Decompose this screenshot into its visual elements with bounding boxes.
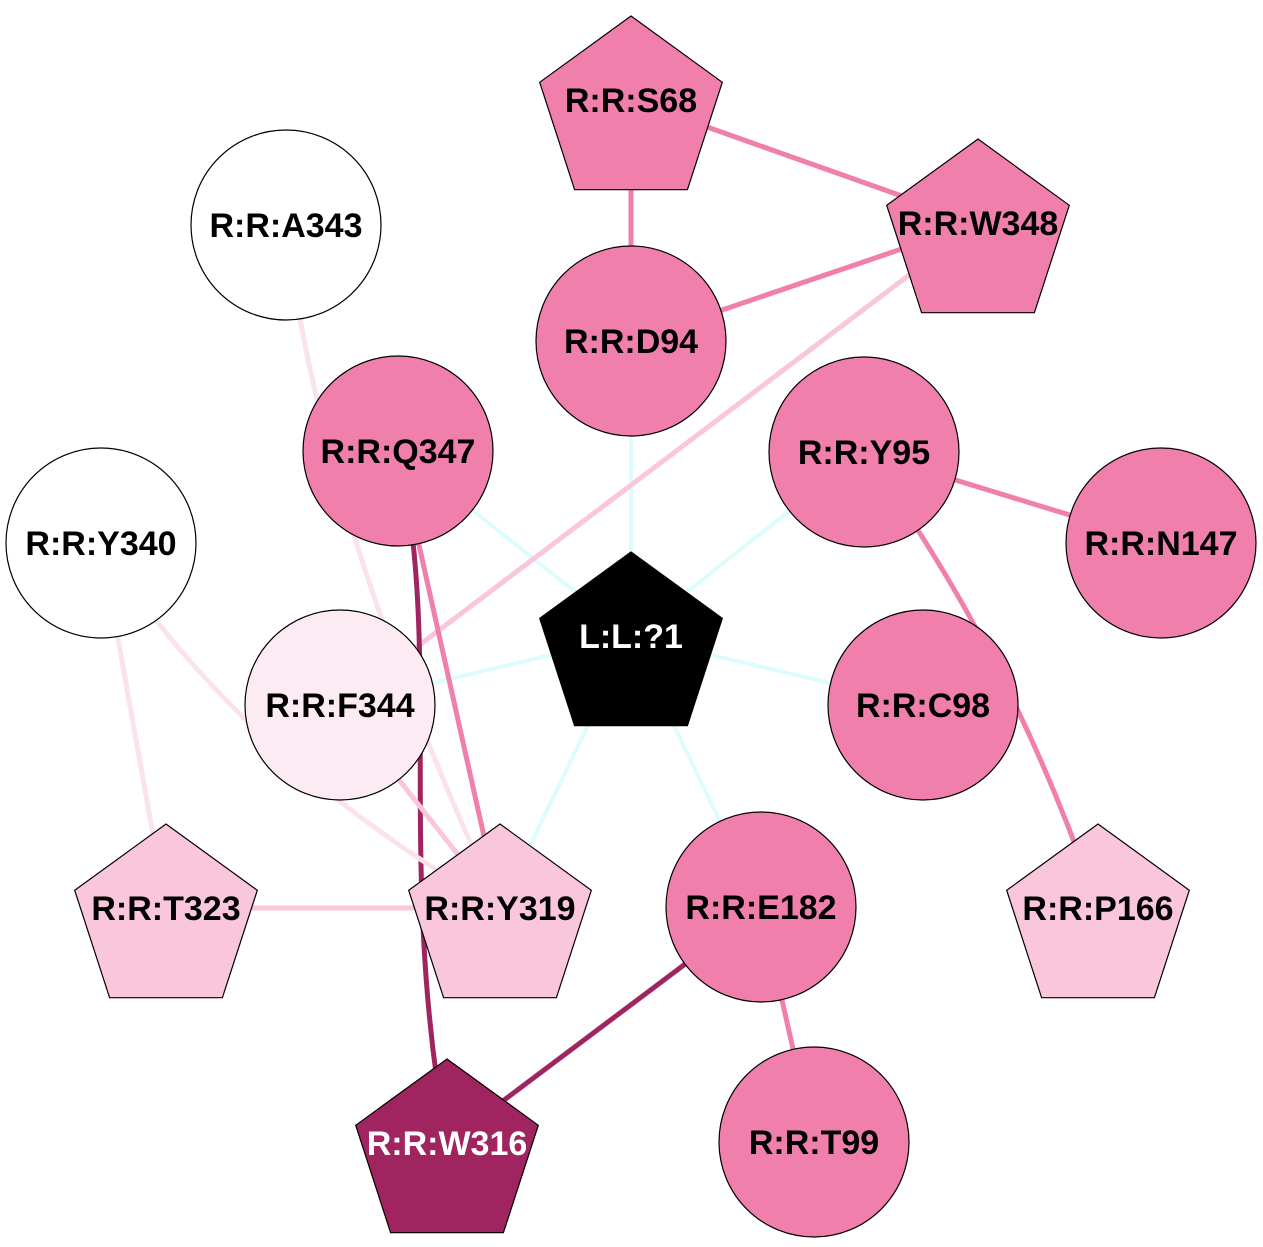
node-label: R:R:Y95 (798, 434, 930, 472)
node-label: R:R:Y340 (25, 525, 176, 563)
node-circle (718, 1046, 910, 1238)
node-label: R:R:E182 (685, 889, 836, 927)
node-circle (190, 129, 382, 321)
node-label: R:R:T323 (91, 890, 240, 928)
node-r-r-q347[interactable]: R:R:Q347 (302, 355, 494, 547)
node-circle (827, 609, 1019, 801)
node-circle (535, 245, 727, 437)
node-label: R:R:T99 (749, 1124, 879, 1162)
node-pentagon (73, 823, 259, 999)
node-r-r-a343[interactable]: R:R:A343 (190, 129, 382, 321)
node-r-r-w348[interactable]: R:R:W348 (885, 138, 1071, 314)
node-label: R:R:S68 (565, 82, 697, 120)
node-label: R:R:P166 (1022, 890, 1173, 928)
node-l-l-1[interactable]: L:L:?1 (538, 551, 724, 727)
node-r-r-c98[interactable]: R:R:C98 (827, 609, 1019, 801)
node-r-r-p166[interactable]: R:R:P166 (1005, 823, 1191, 999)
node-label: R:R:N147 (1084, 525, 1237, 563)
node-r-r-y95[interactable]: R:R:Y95 (768, 356, 960, 548)
node-circle (302, 355, 494, 547)
node-label: R:R:W348 (898, 205, 1059, 243)
node-label: R:R:F344 (265, 687, 414, 725)
node-pentagon (407, 823, 593, 999)
node-circle (244, 609, 436, 801)
node-pentagon (354, 1058, 540, 1234)
node-circle (5, 447, 197, 639)
node-r-r-t99[interactable]: R:R:T99 (718, 1046, 910, 1238)
node-label: R:R:A343 (209, 207, 362, 245)
node-circle (665, 811, 857, 1003)
node-label: R:R:Y319 (424, 890, 575, 928)
node-r-r-y340[interactable]: R:R:Y340 (5, 447, 197, 639)
node-pentagon (885, 138, 1071, 314)
node-r-r-s68[interactable]: R:R:S68 (538, 15, 724, 191)
node-circle (768, 356, 960, 548)
node-r-r-w316[interactable]: R:R:W316 (354, 1058, 540, 1234)
node-r-r-n147[interactable]: R:R:N147 (1065, 447, 1257, 639)
node-label: R:R:W316 (367, 1125, 528, 1163)
node-pentagon (538, 15, 724, 191)
node-r-r-t323[interactable]: R:R:T323 (73, 823, 259, 999)
node-r-r-e182[interactable]: R:R:E182 (665, 811, 857, 1003)
node-label: L:L:?1 (579, 618, 683, 656)
node-pentagon (538, 551, 724, 727)
edge-r-r-a343-to-r-r-y319 (283, 224, 503, 910)
node-circle (1065, 447, 1257, 639)
node-label: R:R:D94 (564, 323, 698, 361)
node-r-r-f344[interactable]: R:R:F344 (244, 609, 436, 801)
node-label: R:R:C98 (856, 687, 990, 725)
node-r-r-y319[interactable]: R:R:Y319 (407, 823, 593, 999)
node-pentagon (1005, 823, 1191, 999)
node-r-r-d94[interactable]: R:R:D94 (535, 245, 727, 437)
node-label: R:R:Q347 (321, 433, 476, 471)
edge-r-r-w348-to-r-r-f344 (338, 221, 980, 707)
